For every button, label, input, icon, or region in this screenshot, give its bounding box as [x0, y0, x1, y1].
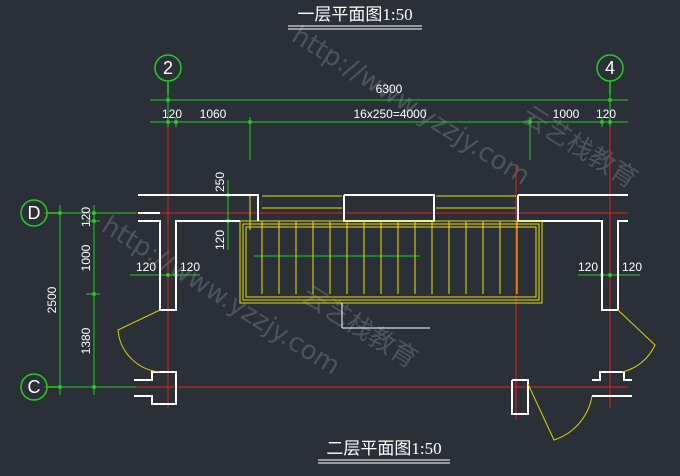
dim-seg5: 120: [596, 107, 616, 121]
dim-seg1: 120: [162, 107, 182, 121]
watermark-group: http://www.yzzjy.com 云艺栈教育 http://www.yz…: [96, 20, 642, 381]
stair: [239, 195, 543, 304]
watermark-brand-a: 云艺栈教育: [516, 100, 642, 194]
dim-v-total: 2500: [45, 286, 59, 313]
dim-overall: 6300: [376, 82, 403, 96]
doors: [117, 309, 656, 441]
stair-treads: [249, 196, 518, 294]
axis-label-2: 2: [163, 58, 173, 78]
dim-v-mid: 1000: [79, 244, 93, 271]
dim-seg4: 1000: [553, 107, 580, 121]
dim-wall-r2: 120: [622, 260, 642, 274]
dim-stair-side: 120: [213, 230, 227, 250]
dim-seg3: 16x250=4000: [353, 107, 426, 121]
dim-v-bot: 1380: [79, 327, 93, 354]
axis-label-d: D: [28, 203, 41, 223]
dim-stair-top: 250: [213, 172, 227, 192]
axis-label-4: 4: [605, 58, 615, 78]
axis-label-c: C: [28, 377, 41, 397]
door-bottom: [527, 383, 593, 441]
dim-wall-l1: 120: [136, 260, 156, 274]
door-right: [617, 309, 656, 373]
title-second-floor: 二层平面图1:50: [326, 439, 441, 458]
dim-v-top: 120: [79, 207, 93, 227]
dim-seg2: 1060: [200, 107, 227, 121]
dim-wall-r1: 120: [578, 260, 598, 274]
door-left: [117, 309, 161, 373]
watermark-url-a: http://www.yzzjy.com: [286, 20, 535, 191]
dim-wall-l2: 120: [180, 260, 200, 274]
title-first-floor: 一层平面图1:50: [297, 5, 412, 24]
axis-bubbles: [20, 54, 624, 401]
